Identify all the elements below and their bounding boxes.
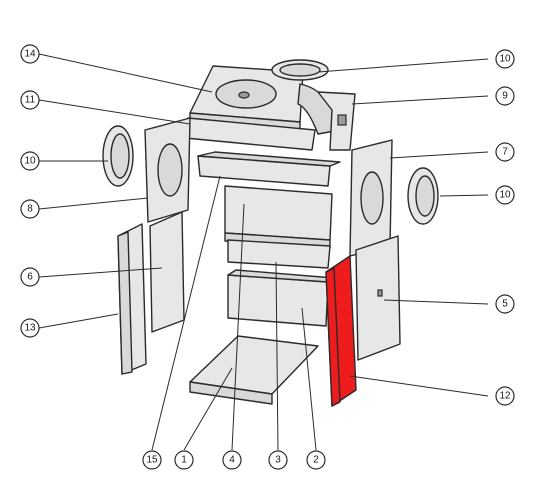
grate-insert: [227, 269, 335, 327]
svg-text:9: 9: [502, 91, 508, 102]
callout-10-top: 10: [495, 49, 515, 69]
back-wall: [224, 185, 333, 249]
callout-9: 9: [495, 86, 515, 106]
callout-3: 3: [268, 450, 288, 470]
rear-slab: [227, 239, 331, 269]
callout-4: 4: [222, 450, 242, 470]
svg-text:13: 13: [24, 323, 36, 334]
callouts: 14 11 10 8 6 13 10 9 7 10 5 12 15 1 4 3 …: [20, 44, 515, 470]
flue-baffle: [297, 83, 356, 151]
top-plate: [189, 65, 304, 131]
front-bracket: [197, 151, 341, 187]
flue-ring-top: [271, 59, 329, 81]
callout-11: 11: [20, 90, 40, 110]
callout-2: 2: [306, 450, 326, 470]
svg-text:7: 7: [502, 147, 508, 158]
callout-5: 5: [495, 294, 515, 314]
base-slab: [189, 335, 319, 405]
svg-text:8: 8: [27, 204, 33, 215]
left-side-upper: [144, 117, 191, 223]
svg-text:14: 14: [24, 49, 36, 60]
leader-lines: [38, 53, 489, 451]
callout-12: 12: [495, 386, 515, 406]
svg-text:2: 2: [313, 455, 319, 466]
svg-text:1: 1: [181, 455, 187, 466]
callout-7: 7: [495, 142, 515, 162]
svg-text:11: 11: [25, 95, 36, 106]
highlight-edge: [325, 267, 341, 407]
callout-1: 1: [174, 450, 194, 470]
svg-text:5: 5: [502, 299, 508, 310]
callout-15: 15: [142, 450, 162, 470]
svg-text:10: 10: [499, 190, 511, 201]
left-front-strip: [117, 223, 147, 375]
left-side-lower: [149, 211, 185, 333]
callout-14: 14: [20, 44, 40, 64]
svg-text:6: 6: [27, 272, 33, 283]
svg-text:10: 10: [24, 156, 36, 167]
callout-6: 6: [20, 267, 40, 287]
callout-10-left: 10: [20, 151, 40, 171]
svg-text:3: 3: [275, 455, 281, 466]
side-ring-left: [102, 125, 134, 187]
right-side-upper: [349, 139, 393, 257]
callout-13: 13: [20, 318, 40, 338]
right-side-lower: [355, 235, 401, 361]
callout-10-right: 10: [495, 185, 515, 205]
svg-text:10: 10: [499, 54, 511, 65]
svg-text:12: 12: [499, 391, 511, 402]
highlighted-side-strip: [325, 255, 357, 407]
callout-8: 8: [20, 199, 40, 219]
side-ring-right: [407, 167, 439, 225]
svg-text:4: 4: [229, 455, 235, 466]
svg-text:15: 15: [146, 455, 158, 466]
